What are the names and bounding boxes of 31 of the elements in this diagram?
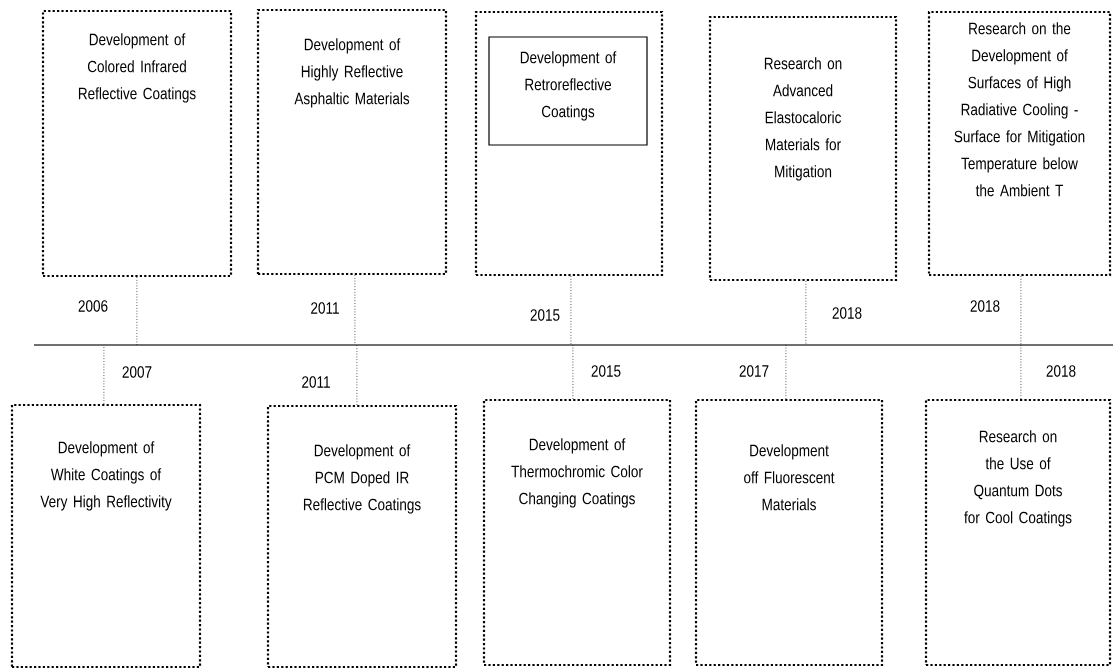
year-label: 2006 [78,300,108,312]
text-box: Development of Thermochromic Color Changing Coatings [482,398,672,667]
text-box: Research on Advanced Elastocaloric Materials for Mitigation [708,15,898,282]
text-box: Research on the Development of Surfaces of High Radiative Cooling - Surface for Mitigation Temperature below the Ambient T [927,10,1112,277]
connector-line [785,344,787,400]
connector-line [136,276,138,346]
year-label: 2007 [122,366,152,378]
text-box: Development of Colored Infrared Reflective Coatings [41,9,233,278]
text-box: Development of PCM Doped IR Reflective Coatings [266,404,458,669]
connector-line [1020,275,1022,346]
year-label: 2011 [311,302,339,314]
connector-line [805,280,807,346]
year-label: 2018 [1046,365,1076,377]
connector-line [354,274,356,346]
timeline-axis [34,344,1113,346]
text-box: Development of White Coatings of Very High Reflectivity [10,403,202,669]
connector-line [103,344,105,405]
frame-box [474,10,664,277]
connector-line [572,344,574,400]
connector-line [1020,344,1022,400]
year-label: 2011 [302,376,330,388]
year-label: 2015 [530,309,560,321]
text-box: Development off Fluorescent Materials [694,398,884,667]
year-label: 2018 [832,307,862,319]
year-label: 2017 [739,365,769,377]
text-box: Research on the Use of Quantum Dots for Cool Coatings [924,398,1112,667]
text-box: Development of Retroreflective Coatings [488,36,648,146]
year-label: 2018 [970,300,1000,312]
year-label: 2015 [591,365,621,377]
text-box: Development of Highly Reflective Asphaltic Materials [256,8,448,276]
connector-line [570,275,572,346]
